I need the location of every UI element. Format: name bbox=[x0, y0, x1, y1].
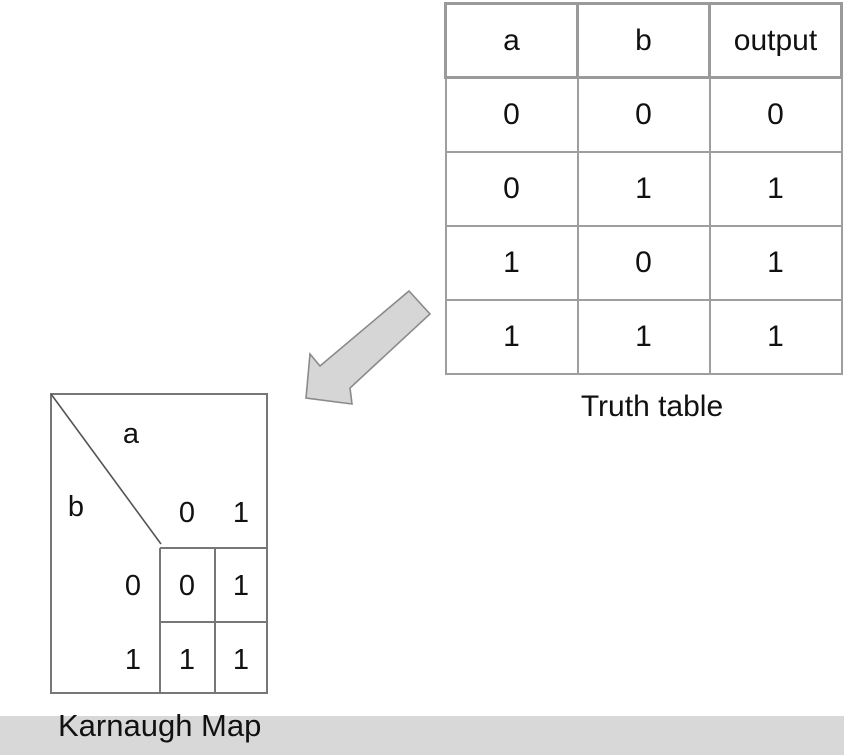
cell-b: 1 bbox=[576, 151, 711, 227]
kmap-cell: 1 bbox=[178, 644, 196, 676]
table-row: 0 1 1 bbox=[444, 151, 843, 227]
cell-a: 0 bbox=[444, 76, 579, 153]
kmap-cell: 1 bbox=[232, 570, 250, 602]
cell-output: 1 bbox=[708, 151, 843, 227]
kmap-row-variable: b bbox=[67, 491, 85, 523]
arrow-shape bbox=[305, 289, 432, 405]
cell-a: 0 bbox=[444, 151, 579, 227]
table-row: 1 1 1 bbox=[444, 299, 843, 375]
karnaugh-map-caption: Karnaugh Map bbox=[58, 708, 262, 743]
table-row: 1 0 1 bbox=[444, 225, 843, 301]
cell-output: 1 bbox=[708, 225, 843, 301]
kmap-col-variable: a bbox=[122, 418, 140, 450]
kmap-cell: 0 bbox=[178, 570, 196, 602]
truth-table: a b output 0 0 0 0 1 1 1 0 1 1 1 1 bbox=[444, 2, 843, 375]
kmap-cell: 1 bbox=[232, 644, 250, 676]
truth-table-caption: Truth table bbox=[580, 390, 724, 423]
cell-b: 1 bbox=[576, 299, 711, 375]
cell-b: 0 bbox=[576, 225, 711, 301]
table-row: 0 0 0 bbox=[444, 76, 843, 153]
cell-b: 0 bbox=[576, 76, 711, 153]
bottom-bar bbox=[0, 716, 844, 755]
truth-table-header-row: a b output bbox=[444, 2, 843, 79]
kmap-row-header: 0 bbox=[124, 570, 142, 602]
cell-a: 1 bbox=[444, 225, 579, 301]
header-output: output bbox=[708, 2, 843, 79]
cell-output: 1 bbox=[708, 299, 843, 375]
header-b: b bbox=[576, 2, 711, 79]
cell-a: 1 bbox=[444, 299, 579, 375]
kmap-col-header: 1 bbox=[232, 497, 250, 529]
cell-output: 0 bbox=[708, 76, 843, 153]
kmap-row-header: 1 bbox=[124, 644, 142, 676]
header-a: a bbox=[444, 2, 579, 79]
kmap-col-header: 0 bbox=[178, 497, 196, 529]
